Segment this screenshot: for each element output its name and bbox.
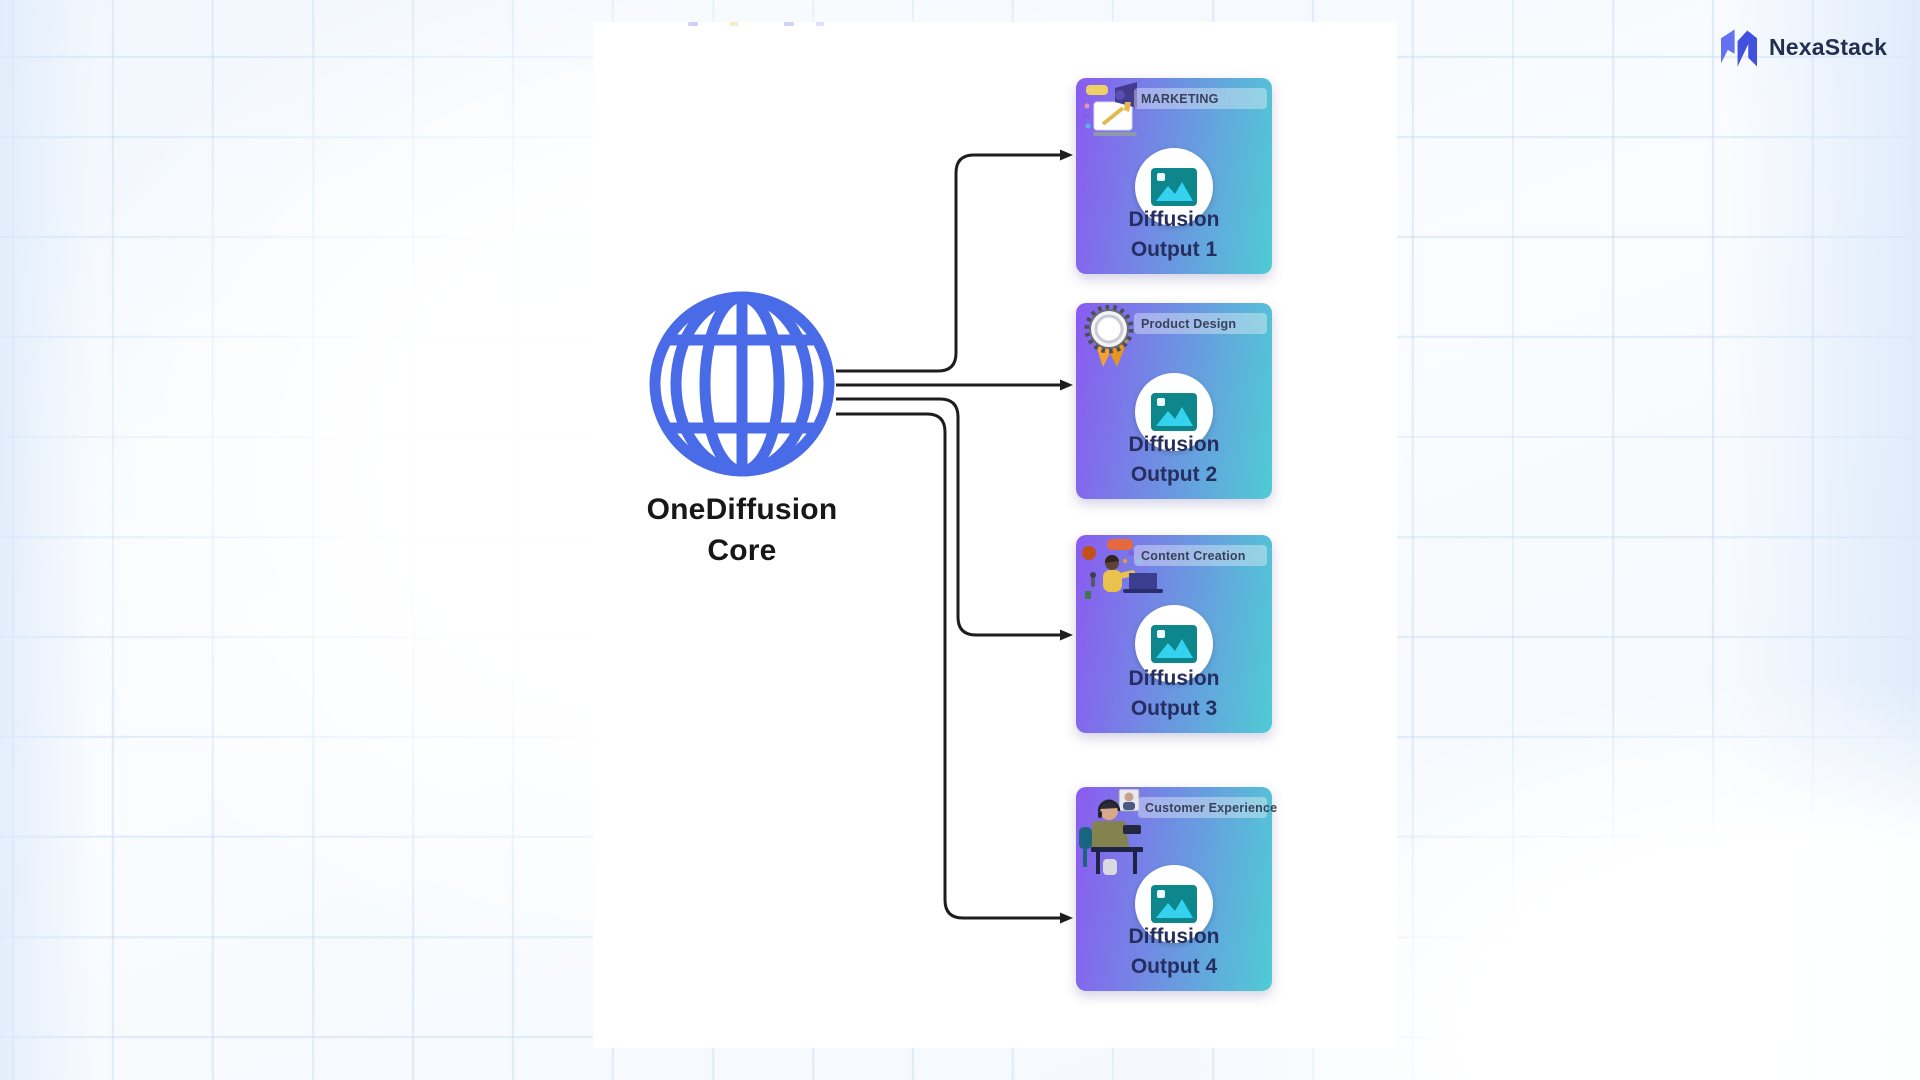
output-thumbnail (1135, 605, 1213, 683)
cropped-title-artifact (688, 22, 848, 26)
output-title: Diffusion Output 3 (1128, 667, 1220, 720)
globe-icon (649, 291, 835, 477)
support-agent-illustration (1079, 789, 1143, 875)
category-label: Customer Experience (1138, 797, 1277, 818)
output-card-2: Product Design Diffusion Output 2 (1076, 303, 1272, 499)
output-thumbnail (1135, 148, 1213, 226)
image-icon (1151, 625, 1197, 663)
brand-name: NexaStack (1769, 33, 1888, 60)
core-node (644, 286, 840, 482)
brand: NexaStack (1721, 27, 1887, 67)
category-label: Content Creation (1134, 545, 1267, 566)
output-card-3: Content Creation Diffusion Output 3 (1076, 535, 1272, 733)
output-title: Diffusion Output 2 (1128, 433, 1220, 486)
nexastack-logo-icon (1721, 29, 1758, 67)
category-label: Product Design (1134, 313, 1267, 334)
image-icon (1151, 168, 1197, 206)
core-label: OneDiffusion Core (646, 493, 838, 567)
category-label: MARKETING (1134, 88, 1267, 109)
award-badge-illustration (1084, 305, 1134, 367)
megaphone-marketing-illustration (1083, 82, 1137, 136)
output-title: Diffusion Output 1 (1128, 208, 1220, 261)
output-title: Diffusion Output 4 (1128, 925, 1220, 978)
output-thumbnail (1135, 865, 1213, 943)
image-icon (1151, 393, 1197, 431)
image-icon (1151, 885, 1197, 923)
output-card-1: MARKETING Diffusion Output 1 (1076, 78, 1272, 274)
content-creator-illustration (1082, 539, 1163, 599)
output-thumbnail (1135, 373, 1213, 451)
output-card-4: Customer Experience Diffusion Output 4 (1076, 787, 1277, 991)
